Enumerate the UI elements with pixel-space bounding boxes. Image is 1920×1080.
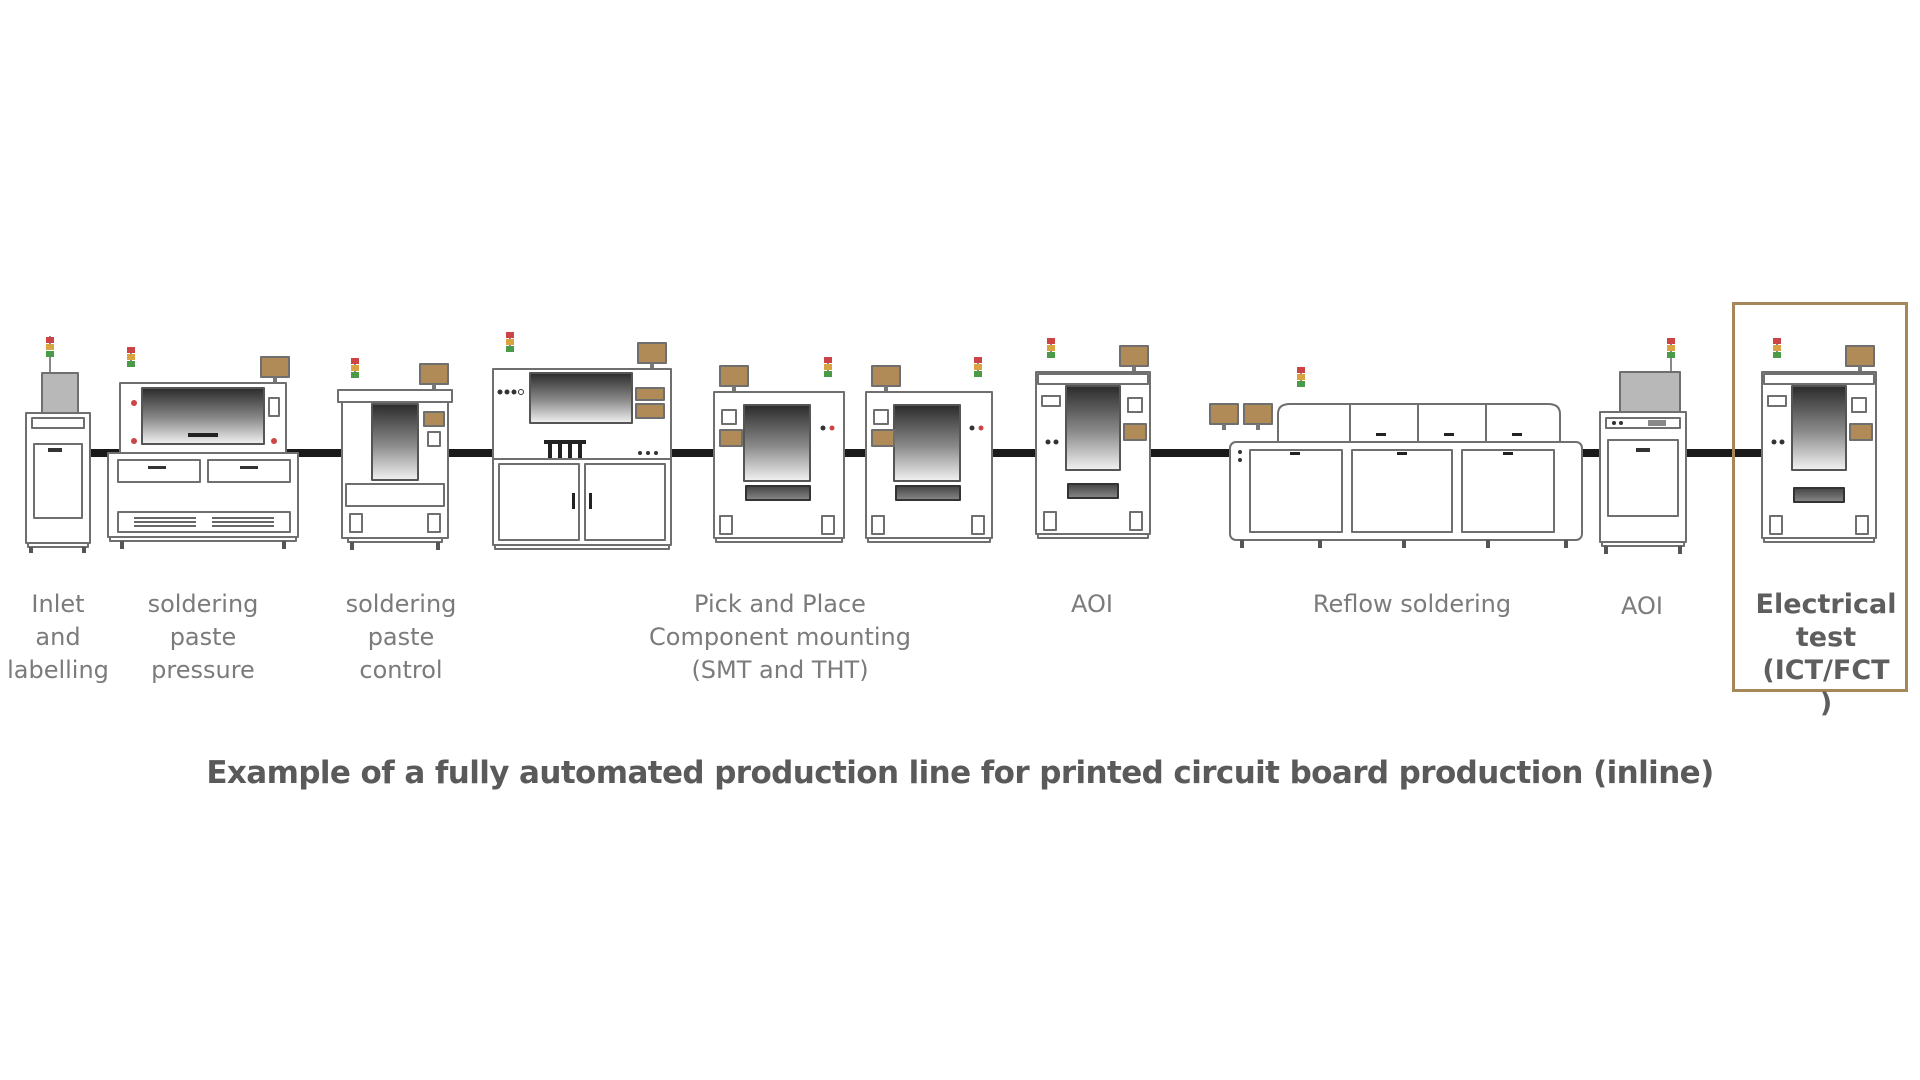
machine-electrical-test xyxy=(1761,338,1877,543)
machine-pick-place-1 xyxy=(492,332,672,550)
machine-aoi-1 xyxy=(1035,338,1151,539)
machine-inlet xyxy=(25,336,91,553)
machine-paste-pressure xyxy=(107,347,299,549)
label-soldering-paste-pressure: soldering paste pressure xyxy=(147,590,259,684)
label-reflow-soldering: Reflow soldering xyxy=(1312,590,1512,618)
label-pick-and-place: Pick and Place Component mounting (SMT a… xyxy=(649,590,911,684)
machine-paste-control xyxy=(337,358,453,550)
diagram-caption: Example of a fully automated production … xyxy=(206,755,1714,791)
label-electrical-test: Electrical test (ICT/FCT ) xyxy=(1755,589,1897,719)
machine-pick-place-3 xyxy=(865,357,993,543)
label-aoi-1: AOI xyxy=(1071,590,1113,618)
electrical-test-highlight-frame xyxy=(1732,302,1908,692)
machine-aoi-2 xyxy=(1599,338,1687,554)
label-aoi-2: AOI xyxy=(1621,592,1663,620)
machine-reflow-oven xyxy=(1209,367,1583,548)
label-inlet-and-labelling: Inlet and labelling xyxy=(7,590,109,684)
machine-pick-place-2 xyxy=(713,357,845,543)
label-soldering-paste-control: soldering paste control xyxy=(345,590,457,684)
